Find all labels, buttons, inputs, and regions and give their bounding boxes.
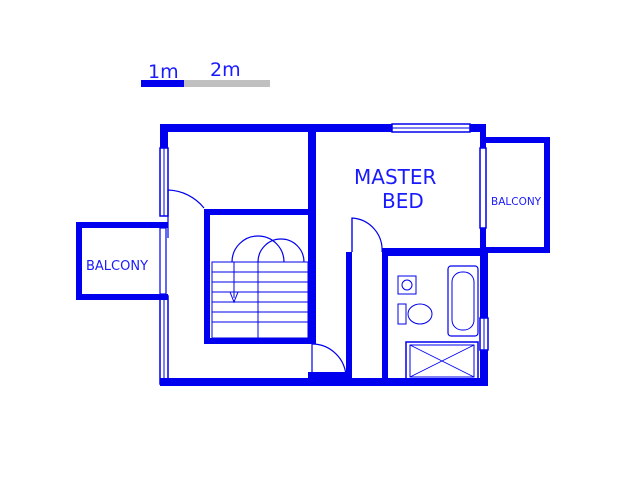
scale-label-2m: 2m — [210, 59, 241, 81]
scale-label-1m: 1m — [148, 61, 179, 83]
shower — [405, 341, 479, 381]
master-bed-label-line2: BED — [382, 189, 424, 213]
interior-walls — [204, 124, 488, 386]
scale-bar: 1m 2m — [141, 59, 270, 87]
toilet-bowl — [407, 303, 433, 325]
bathtub — [447, 265, 479, 337]
balcony-left: BALCONY — [76, 222, 168, 300]
staircase — [211, 235, 309, 339]
toilet-cistern — [397, 303, 407, 325]
balcony-left-label: BALCONY — [86, 259, 148, 274]
bathroom-fixtures — [397, 265, 479, 381]
balcony-right: BALCONY — [486, 137, 550, 253]
basin — [397, 275, 417, 295]
doors — [167, 189, 383, 379]
master-bed-label-line1: MASTER — [354, 165, 436, 189]
balcony-right-label: BALCONY — [491, 196, 542, 208]
scale-bar-1m-segment — [141, 80, 184, 87]
scale-bar-2m-segment — [184, 80, 270, 87]
outer-walls — [159, 123, 489, 386]
